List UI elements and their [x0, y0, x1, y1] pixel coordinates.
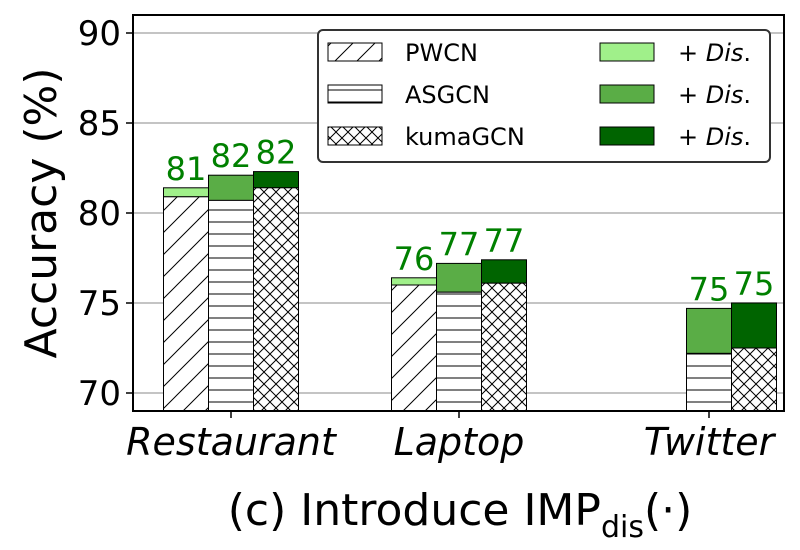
bar-dis-segment	[253, 171, 299, 189]
data-label: 77	[439, 225, 480, 263]
bar-dis-segment	[686, 307, 732, 354]
y-tick-label: 75	[78, 284, 121, 324]
data-label: 82	[211, 137, 252, 175]
x-tick-label: Restaurant	[126, 420, 338, 464]
legend-label-dis: + Dis.	[678, 39, 751, 67]
legend-label-base: ASGCN	[405, 81, 490, 109]
legend-swatch-dis	[599, 84, 655, 104]
legend: PWCN + Dis. ASGCN + Dis. kumaGCN + Dis.	[317, 29, 771, 163]
bar-dis-segment	[436, 262, 482, 293]
data-label: 75	[689, 270, 730, 308]
bar-dis-segment	[163, 187, 209, 198]
y-axis-label: Accuracy (%)	[16, 67, 67, 358]
bar-dis-segment	[731, 302, 777, 349]
bar-dis-segment	[208, 174, 254, 201]
bar-base-segment	[731, 347, 777, 412]
y-axis: 70 75 80 85 90	[78, 14, 133, 414]
bars	[163, 171, 777, 412]
data-label: 82	[256, 134, 297, 172]
data-label: 81	[166, 150, 207, 188]
bar-base-segment	[208, 199, 254, 412]
bar-base-segment	[163, 196, 209, 412]
figure-caption: (c) Introduce IMPdis(·)	[228, 485, 693, 545]
x-tick-label: Laptop	[394, 420, 525, 464]
data-label: 76	[394, 240, 435, 278]
legend-swatch-base	[327, 42, 383, 62]
legend-box	[317, 29, 771, 163]
y-tick-label: 80	[78, 194, 121, 234]
bar-dis-segment	[481, 259, 527, 284]
x-axis: Restaurant Laptop Twitter	[126, 411, 777, 464]
bar-base-segment	[481, 282, 527, 412]
bar-base-segment	[391, 284, 437, 412]
legend-label-dis: + Dis.	[678, 81, 751, 109]
legend-label-base: kumaGCN	[405, 123, 525, 151]
bar-base-segment	[253, 187, 299, 412]
legend-swatch-base	[327, 84, 383, 104]
y-tick-label: 90	[78, 14, 121, 54]
legend-swatch-dis	[599, 126, 655, 146]
y-tick-label: 70	[78, 374, 121, 414]
bar-dis-segment	[391, 277, 437, 286]
y-tick-label: 85	[78, 104, 121, 144]
legend-swatch-base	[327, 126, 383, 146]
data-label: 77	[484, 222, 525, 260]
bar-base-segment	[436, 291, 482, 412]
bar-base-segment	[686, 352, 732, 412]
legend-label-dis: + Dis.	[678, 123, 751, 151]
legend-swatch-dis	[599, 42, 655, 62]
x-tick-label: Twitter	[644, 420, 777, 464]
data-label: 75	[734, 265, 775, 303]
legend-label-base: PWCN	[405, 39, 478, 67]
